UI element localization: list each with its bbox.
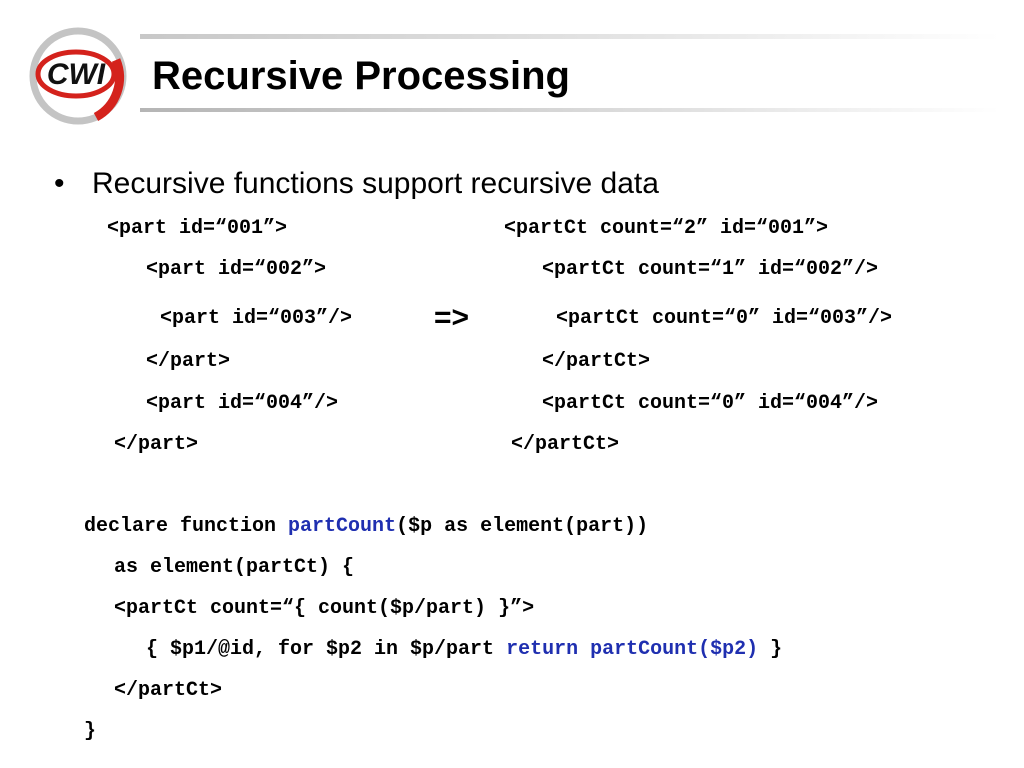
xml-input-line-1: <part id=“001”>: [107, 217, 288, 240]
code-line-6: }: [84, 720, 97, 743]
code-line-4: { $p1/@id, for $p2 in $p/part return par…: [146, 638, 782, 662]
xml-output-line-5: <partCt count=“0” id=“004”/>: [542, 392, 879, 415]
xml-output-line-2: <partCt count=“1” id=“002”/>: [542, 258, 879, 281]
code-function-name: partCount: [288, 515, 397, 538]
logo-red-arc: [93, 58, 125, 121]
xml-output-line-6: </partCt>: [511, 433, 620, 456]
code-line-5: </partCt>: [114, 679, 223, 702]
logo-text: CWI: [47, 58, 106, 91]
title-rule-bottom: [140, 108, 1000, 112]
code-line-1: declare function partCount($p as element…: [84, 515, 648, 539]
xml-output-line-3: <partCt count=“0” id=“003”/>: [556, 307, 893, 330]
code-line-1-pre: declare function: [84, 515, 289, 538]
xml-input-line-5: <part id=“004”/>: [146, 392, 339, 415]
code-line-1-post: ($p as element(part)): [396, 515, 649, 538]
xml-input-line-2: <part id=“002”>: [146, 258, 327, 281]
cwi-logo: CWI: [29, 27, 127, 125]
logo-inner-oval: [35, 49, 117, 99]
xml-input-line-3: <part id=“003”/>: [160, 307, 353, 330]
transform-arrow: =>: [434, 301, 470, 334]
code-line-3: <partCt count=“{ count($p/part) }”>: [114, 597, 535, 620]
slide-title: Recursive Processing: [152, 54, 570, 98]
xml-output-line-1: <partCt count=“2” id=“001”>: [504, 217, 829, 240]
xml-output-line-4: </partCt>: [542, 350, 651, 373]
xml-input-line-4: </part>: [146, 350, 231, 373]
code-line-4-post: }: [758, 638, 783, 661]
xml-input-line-6: </part>: [114, 433, 199, 456]
title-rule-top: [140, 34, 1000, 39]
code-line-2: as element(partCt) {: [114, 556, 355, 579]
code-line-4-pre: { $p1/@id, for $p2 in $p/part: [146, 638, 507, 661]
bullet-text: Recursive functions support recursive da…: [92, 167, 659, 200]
bullet-marker: •: [54, 167, 65, 200]
code-return-clause: return partCount($p2): [506, 638, 759, 661]
